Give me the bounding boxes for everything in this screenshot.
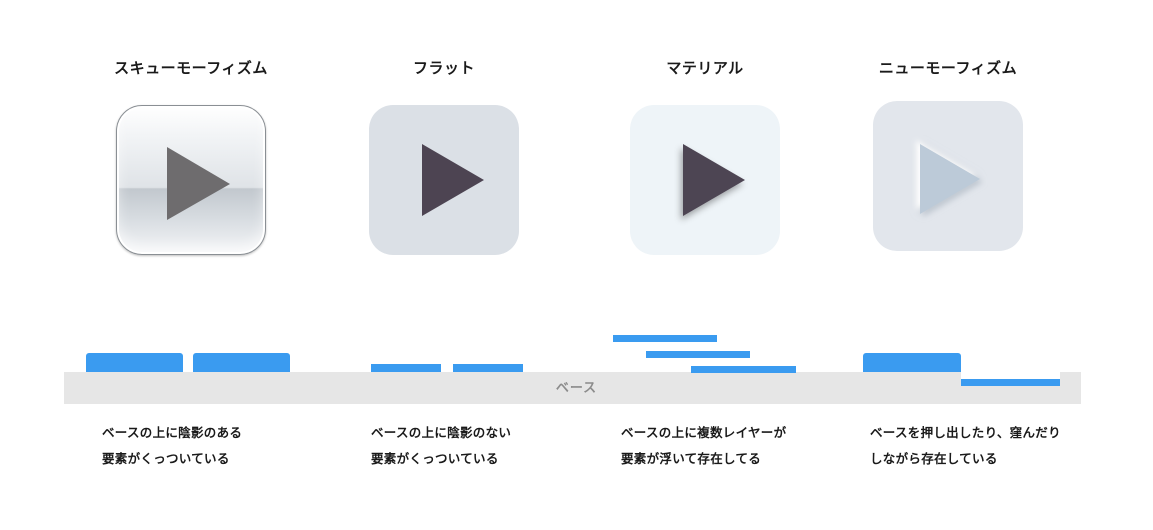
title-skeuomorphism: スキューモーフィズム: [114, 59, 268, 77]
description-line: ベースの上に陰影のある: [102, 425, 243, 440]
neumorphism-play-button: [873, 101, 1023, 251]
skeuomorphism-element-2: [193, 353, 290, 372]
flat-element-2: [453, 364, 523, 372]
play-icon: [422, 144, 484, 216]
description-line: ベースの上に複数レイヤーが: [621, 425, 787, 440]
play-icon: [167, 147, 230, 220]
skeuomorphism-element-1: [86, 353, 183, 372]
title-neumorphism: ニューモーフィズム: [878, 59, 1018, 77]
description-line: ベースを押し出したり、窪んだり: [870, 425, 1061, 440]
play-icon: [920, 144, 980, 214]
description-line: 要素がくっついている: [371, 451, 499, 466]
flat-element-1: [371, 364, 441, 372]
neumorphism-extruded-element: [863, 353, 961, 372]
description-line: しながら存在している: [870, 451, 998, 466]
description-flat: ベースの上に陰影のない 要素がくっついている: [371, 420, 631, 472]
base-layer: [64, 372, 1081, 404]
title-material: マテリアル: [666, 59, 744, 77]
description-line: 要素が浮いて存在してる: [621, 451, 762, 466]
material-layer-3: [691, 366, 796, 373]
base-label: ベース: [555, 381, 598, 396]
material-play-button: [630, 105, 780, 255]
description-neumorphism: ベースを押し出したり、窪んだり しながら存在している: [870, 420, 1130, 472]
flat-play-button: [369, 105, 519, 255]
material-layer-1: [613, 335, 717, 342]
play-icon: [683, 144, 745, 216]
description-skeuomorphism: ベースの上に陰影のある 要素がくっついている: [102, 420, 362, 472]
title-flat: フラット: [412, 59, 475, 77]
description-line: 要素がくっついている: [102, 451, 230, 466]
description-material: ベースの上に複数レイヤーが 要素が浮いて存在してる: [621, 420, 881, 472]
material-layer-2: [646, 351, 750, 358]
neumorphism-recessed-element: [961, 379, 1060, 386]
description-line: ベースの上に陰影のない: [371, 425, 512, 440]
skeuomorphism-play-button: [116, 105, 266, 255]
neumorphism-recess: [961, 372, 1060, 379]
